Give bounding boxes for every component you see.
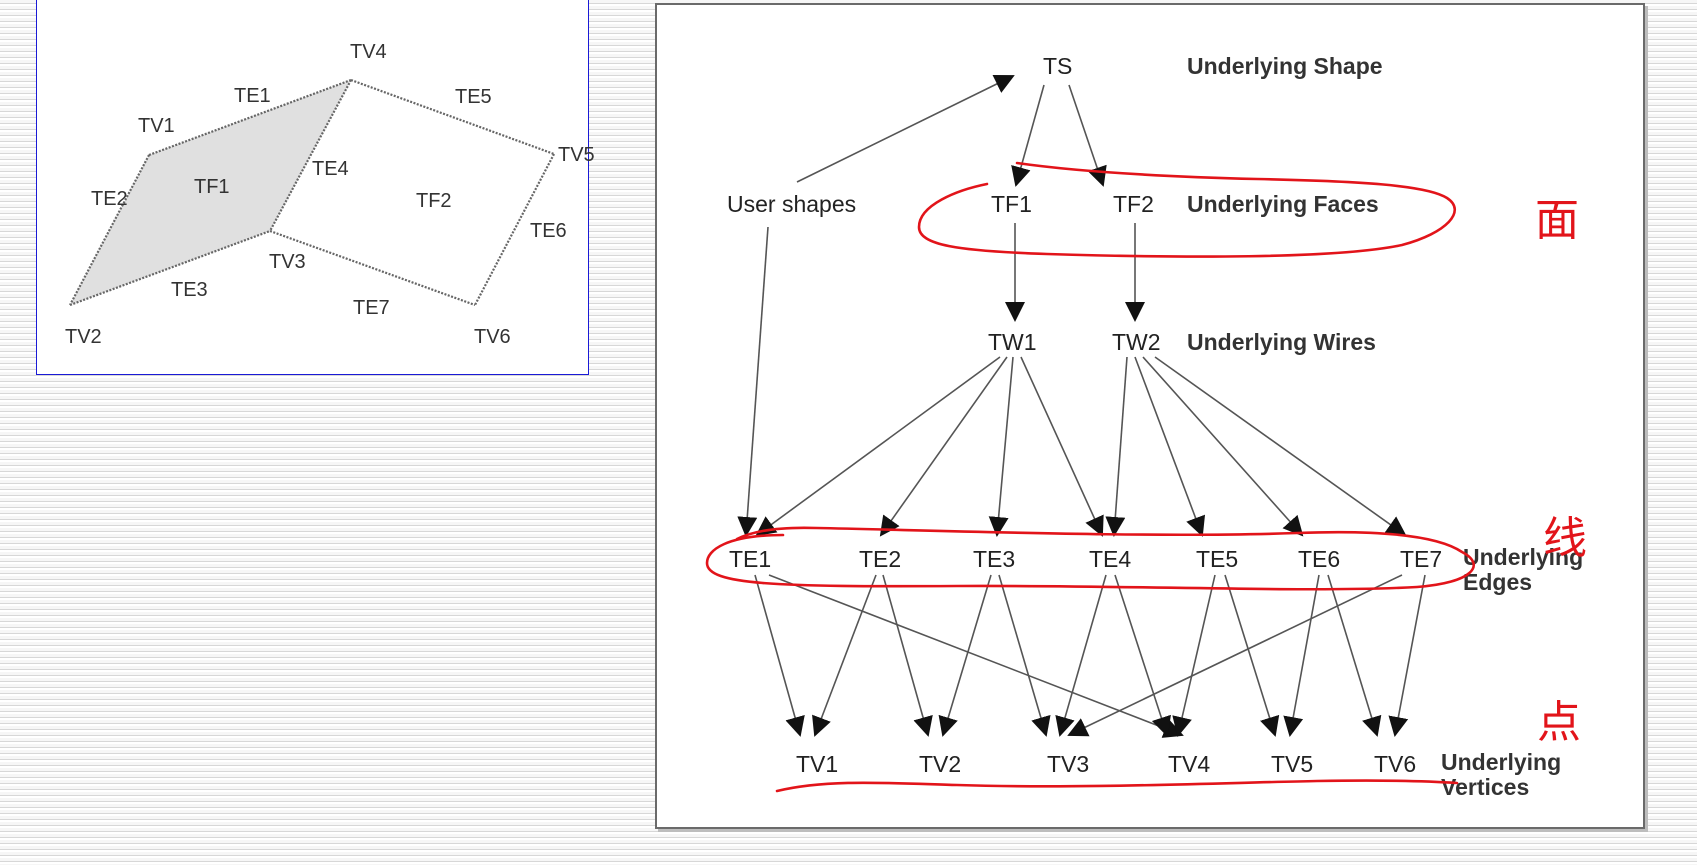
- edges-loop: [705, 526, 1475, 591]
- vertex-label: TV4: [350, 41, 387, 63]
- arrow-tw2-te5: [1134, 356, 1206, 537]
- topology-graph: TS User shapes TF1 TF2 TW1 TW2 TE1 TE2 T…: [705, 53, 1587, 800]
- arrow-te1-tv1: [754, 574, 805, 737]
- edge-label: TE1: [234, 85, 271, 107]
- arrow-user-te1: [737, 226, 769, 537]
- node-edge: TE1: [729, 546, 771, 572]
- arrow-tw1-te2: [879, 356, 1008, 537]
- edge-te5: [350, 78, 555, 156]
- node-edge: TE3: [973, 546, 1015, 572]
- edge-label: TE6: [530, 220, 567, 242]
- arrow-te4-tv4: [1114, 574, 1171, 737]
- node-vertex: TV5: [1271, 751, 1313, 777]
- arrow-tw1-te1: [755, 356, 1001, 537]
- arrow-tw2-te6: [1142, 356, 1304, 537]
- vertices-underline: [775, 779, 1459, 793]
- face-label: TF2: [416, 190, 452, 212]
- arrow-te4-tv3: [1055, 574, 1107, 737]
- node-wire: TW2: [1112, 329, 1161, 355]
- level-label-edges-2: Edges: [1463, 569, 1532, 595]
- level-label-vertices-2: Vertices: [1441, 774, 1529, 800]
- edge-label: TE3: [171, 279, 208, 301]
- annotation-edges: 线: [1543, 513, 1587, 564]
- arrow-te2-tv2: [882, 574, 933, 737]
- vertex-label: TV6: [474, 326, 511, 348]
- graph-edges: [737, 74, 1426, 738]
- vertex-label: TV5: [558, 144, 595, 166]
- node-vertex: TV4: [1168, 751, 1210, 777]
- node-edge: TE7: [1400, 546, 1442, 572]
- annotation-vertices: 点: [1537, 697, 1581, 748]
- edge-label: TE2: [91, 188, 128, 210]
- node-face: TF2: [1113, 191, 1154, 217]
- edge-te3: [69, 229, 271, 307]
- edge-te7: [269, 229, 476, 307]
- edge-te1: [148, 78, 352, 157]
- node-user-shapes: User shapes: [727, 191, 856, 217]
- level-label-faces: Underlying Faces: [1187, 191, 1379, 217]
- arrow-tw1-te3: [988, 356, 1014, 537]
- face-label: TF1: [194, 176, 230, 198]
- arrow-te7-tv6: [1388, 574, 1426, 737]
- edge-te6: [474, 153, 555, 306]
- arrow-tw2-te4: [1105, 356, 1128, 537]
- edge-label: TE4: [312, 158, 349, 180]
- handwritten-annotations: 面 线 点: [705, 161, 1587, 793]
- arrow-tw2-te7: [1154, 356, 1407, 537]
- node-vertex: TV2: [919, 751, 961, 777]
- node-vertex: TV3: [1047, 751, 1089, 777]
- arrow-te3-tv2: [938, 574, 992, 737]
- topology-graph-panel: TS User shapes TF1 TF2 TW1 TW2 TE1 TE2 T…: [655, 3, 1645, 829]
- arrow-ts-tf1: [1011, 84, 1045, 187]
- arrow-te5-tv5: [1224, 574, 1280, 737]
- node-face: TF1: [991, 191, 1032, 217]
- arrow-te6-tv5: [1283, 574, 1320, 737]
- face-tf1-fill: [70, 80, 351, 305]
- faces-loop: [917, 161, 1457, 258]
- vertex-label: TV1: [138, 115, 175, 137]
- edge-te4: [269, 79, 352, 232]
- arrow-user-ts: [796, 74, 1015, 183]
- level-label-shape: Underlying Shape: [1187, 53, 1383, 79]
- level-label-vertices: Underlying: [1441, 749, 1561, 775]
- arrow-te5-tv4: [1172, 574, 1216, 737]
- level-label-wires: Underlying Wires: [1187, 329, 1376, 355]
- edge-te2: [69, 154, 150, 306]
- level-label-edges: Underlying: [1463, 544, 1583, 570]
- node-ts: TS: [1043, 53, 1072, 79]
- vertex-label: TV2: [65, 326, 102, 348]
- topology-sketch: TV1 TV2 TV3 TV4 TV5 TV6 TE1 TE2 TE3 TE4 …: [65, 41, 595, 348]
- annotation-faces: 面: [1535, 195, 1579, 246]
- arrow-te6-tv6: [1327, 574, 1382, 737]
- edge-label: TE7: [353, 297, 390, 319]
- node-edge: TE5: [1196, 546, 1238, 572]
- arrow-ts-tf2: [1068, 84, 1107, 187]
- topology-sketch-panel: TV1 TV2 TV3 TV4 TV5 TV6 TE1 TE2 TE3 TE4 …: [36, 0, 595, 375]
- edge-label: TE5: [455, 86, 492, 108]
- node-wire: TW1: [988, 329, 1037, 355]
- node-vertex: TV6: [1374, 751, 1416, 777]
- node-edge: TE6: [1298, 546, 1340, 572]
- vertex-label: TV3: [269, 251, 306, 273]
- arrow-te1-tv4: [768, 574, 1184, 738]
- arrow-te3-tv3: [998, 574, 1051, 737]
- arrow-te7-tv3: [1067, 574, 1403, 737]
- node-edge: TE4: [1089, 546, 1131, 572]
- arrow-tw1-te4: [1020, 356, 1104, 537]
- node-vertex: TV1: [796, 751, 838, 777]
- node-edge: TE2: [859, 546, 901, 572]
- arrow-te2-tv1: [812, 574, 877, 737]
